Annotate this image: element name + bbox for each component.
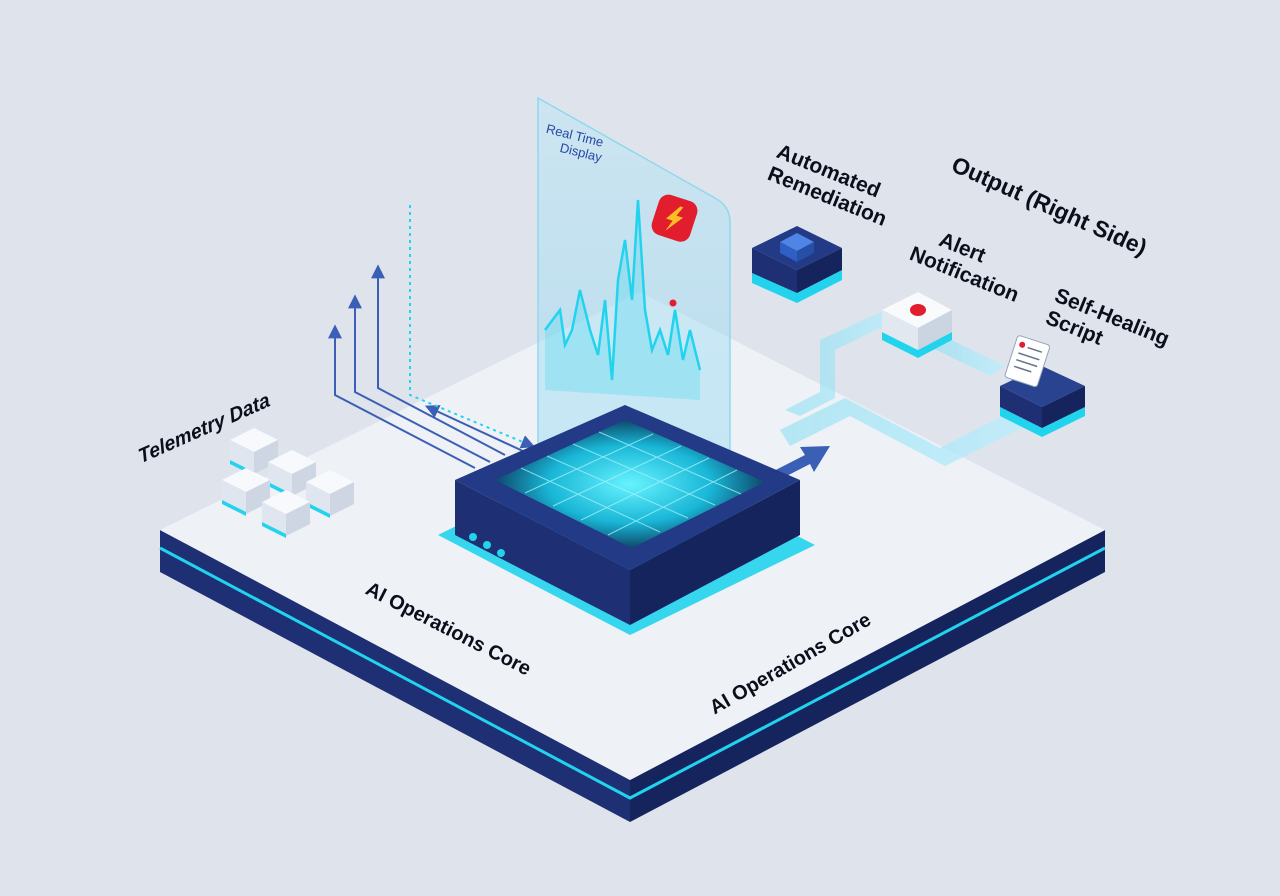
platform-base-right: [630, 530, 1105, 822]
display-glass: [537, 96, 731, 481]
platform-base-left: [160, 530, 630, 822]
core-side-left: [455, 480, 630, 625]
red-dot-icon: [910, 304, 926, 316]
input-arrow: [424, 405, 526, 453]
telemetry-cube: [268, 450, 316, 498]
telemetry-cube: [262, 490, 310, 538]
lightning-shield-icon: [651, 194, 698, 242]
remediation-node: [752, 226, 842, 303]
display-red-dot: [669, 299, 677, 307]
document-scroll-icon: [1004, 335, 1051, 388]
telemetry-cube: [222, 468, 270, 516]
input-arrow-dashed: [409, 205, 536, 449]
input-arrows: [328, 205, 536, 469]
display-chart-fill: [545, 200, 700, 400]
platform-glow-edge: [159, 546, 1106, 800]
alert-node: [882, 292, 952, 358]
real-time-display-panel: [537, 96, 731, 481]
display-spike-chart: [544, 199, 702, 381]
input-arrow: [348, 294, 491, 463]
ai-operations-core: [438, 405, 815, 635]
input-arrow: [371, 264, 506, 456]
core-grid: [520, 431, 742, 536]
telemetry-cube: [306, 470, 354, 518]
input-arrow: [328, 324, 476, 469]
core-side-right: [630, 480, 800, 625]
telemetry-cube: [230, 428, 278, 476]
core-screen: [495, 420, 765, 548]
flow-channel-main: [780, 398, 1030, 466]
telemetry-cubes: [222, 428, 354, 538]
three-dots-icon: [469, 533, 505, 557]
